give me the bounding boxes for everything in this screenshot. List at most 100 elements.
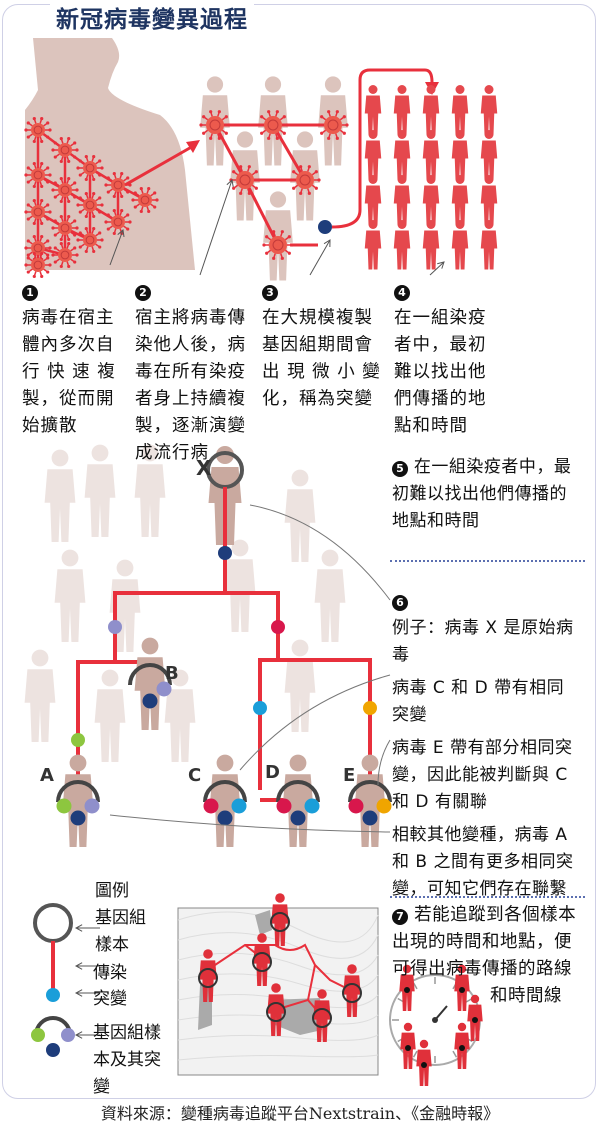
spike-tip bbox=[51, 148, 55, 152]
infected-person-icon bbox=[393, 220, 411, 270]
legend-mutation-node bbox=[46, 988, 60, 1002]
spike-tip bbox=[51, 188, 55, 192]
spike-tip bbox=[32, 234, 36, 239]
spike-tip bbox=[307, 191, 311, 195]
spike-tip bbox=[155, 198, 159, 202]
spike-tip bbox=[98, 231, 102, 235]
virus-ring bbox=[327, 119, 339, 131]
body bbox=[364, 95, 382, 135]
spike-tip bbox=[32, 198, 36, 203]
body bbox=[109, 579, 141, 652]
head bbox=[206, 76, 224, 93]
head bbox=[141, 444, 159, 462]
virus-core bbox=[58, 248, 72, 262]
spike-tip bbox=[272, 230, 276, 234]
clock-tick bbox=[452, 1050, 458, 1058]
spike-tip bbox=[314, 186, 318, 190]
spike-tip bbox=[289, 178, 293, 182]
caption-line: 變，可知它們存在聯繫 bbox=[392, 879, 567, 899]
background-person-icon bbox=[44, 449, 76, 542]
virus-ring bbox=[33, 260, 43, 270]
spike-tip bbox=[92, 214, 96, 219]
background-person-icon bbox=[94, 669, 126, 762]
infected-person-icon bbox=[364, 175, 382, 225]
spike-tip bbox=[40, 161, 44, 166]
sample-c-mutation bbox=[217, 810, 233, 826]
virus-ring bbox=[209, 119, 221, 131]
spike-tip bbox=[46, 253, 50, 257]
body bbox=[451, 230, 469, 270]
step-badge: 5 bbox=[392, 461, 408, 477]
caption-line: 5 在一組染疫者中，最 bbox=[392, 454, 592, 481]
head bbox=[31, 649, 49, 667]
sample-c-mutation bbox=[231, 798, 247, 814]
page-title: 新冠病毒變異過程 bbox=[50, 0, 254, 34]
spike-tip bbox=[26, 135, 30, 139]
caption-line: 7 若能追蹤到各個樣本 bbox=[392, 902, 592, 929]
spike-tip bbox=[53, 195, 57, 199]
arrow-head bbox=[74, 924, 83, 932]
caption-line: 相較其他變種，病毒 A bbox=[392, 825, 568, 845]
spike-tip bbox=[59, 241, 63, 246]
head bbox=[216, 754, 234, 772]
spike-tip bbox=[26, 180, 30, 184]
caption-line: 體內多次自 bbox=[22, 335, 115, 355]
spike-tip bbox=[73, 155, 77, 159]
virus-icon bbox=[317, 110, 349, 140]
virus-core bbox=[58, 183, 72, 197]
spike-tip bbox=[254, 170, 258, 174]
spike-tip bbox=[292, 170, 296, 174]
virus-ring bbox=[267, 119, 279, 131]
spike-tip bbox=[26, 217, 30, 221]
body bbox=[393, 95, 411, 135]
source-note: 資料來源：變種病毒追蹤平台Nextstrain、《金融時報》 bbox=[100, 1104, 500, 1123]
spike-tip bbox=[40, 274, 44, 279]
step-badge: 6 bbox=[392, 595, 408, 611]
spike-tip bbox=[232, 186, 236, 190]
virus-core bbox=[269, 236, 287, 254]
spike-tip bbox=[335, 136, 339, 140]
infected-person-icon bbox=[480, 220, 498, 270]
virus-core bbox=[236, 171, 254, 189]
spike-tip bbox=[46, 256, 50, 260]
mutation-node bbox=[363, 701, 377, 715]
spike-tip bbox=[26, 239, 30, 243]
infected-person-icon bbox=[422, 85, 440, 135]
step-3-caption: 3 在大規模複製 基因組期間會 出 現 微 小 變 化，稱為突變 bbox=[262, 278, 381, 413]
head bbox=[397, 175, 407, 184]
caption-line: 可得出病毒傳播的路線 bbox=[392, 959, 572, 979]
infographic-frame bbox=[2, 4, 596, 1099]
spike-tip bbox=[282, 115, 286, 119]
virus-ring bbox=[33, 170, 43, 180]
caption-line: 製，從而開 bbox=[22, 389, 115, 409]
head bbox=[484, 175, 494, 184]
virus-ring bbox=[113, 180, 123, 190]
sample-e-mutation bbox=[362, 810, 378, 826]
spike-tip bbox=[133, 205, 137, 209]
background-person-icon bbox=[314, 549, 346, 642]
caption-line: 初難以找出他們傳播的 bbox=[392, 484, 567, 504]
virus-core bbox=[31, 205, 45, 219]
spike-tip bbox=[75, 188, 79, 192]
spike-tip bbox=[53, 181, 57, 185]
virus-core bbox=[111, 178, 125, 192]
head bbox=[91, 444, 109, 462]
map-route bbox=[214, 943, 351, 991]
spike-tip bbox=[120, 171, 124, 176]
spike-tip bbox=[26, 253, 30, 257]
head bbox=[69, 754, 87, 772]
caption-line: 製，逐漸演變 bbox=[135, 416, 246, 436]
spike-tip bbox=[53, 233, 57, 237]
spike-tip bbox=[209, 136, 213, 140]
caption-line: 病毒 E 帶有部分相同突 bbox=[392, 738, 573, 758]
body bbox=[422, 185, 440, 225]
spike-tip bbox=[53, 246, 57, 250]
map-region bbox=[255, 910, 272, 935]
head bbox=[271, 983, 281, 993]
spike-tip bbox=[53, 141, 57, 145]
spike-tip bbox=[260, 115, 264, 119]
body bbox=[84, 464, 116, 537]
virus-icon bbox=[51, 214, 79, 242]
body bbox=[284, 659, 316, 732]
head bbox=[289, 754, 307, 772]
